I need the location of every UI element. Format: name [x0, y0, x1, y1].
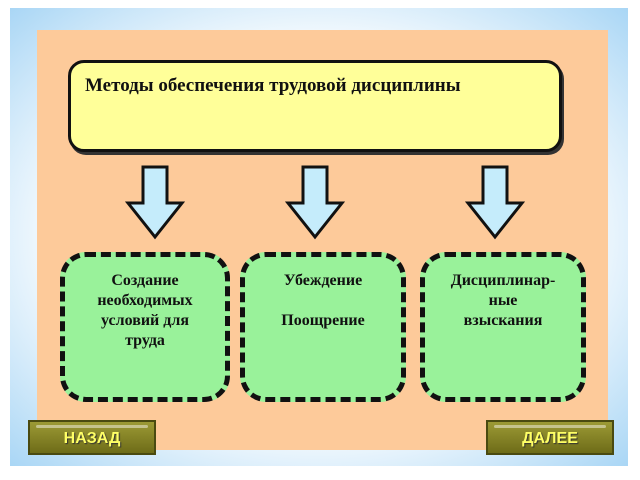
next-button[interactable]: ДАЛЕЕ	[486, 420, 614, 455]
box-text: ные	[488, 292, 518, 309]
box-text: взыскания	[463, 312, 543, 329]
box-text: условий для	[101, 312, 189, 329]
arrow-down-icon	[465, 165, 525, 240]
spacer	[245, 291, 401, 311]
title-text: Методы обеспечения трудовой дисциплины	[85, 75, 461, 96]
method-box-penalties: Дисциплинар- ные взыскания	[420, 252, 586, 402]
method-box-conditions: Создание необходимых условий для труда	[60, 252, 230, 402]
title-box: Методы обеспечения трудовой дисциплины	[68, 60, 562, 152]
arrow-down-icon	[285, 165, 345, 240]
box-text: Дисциплинар-	[450, 272, 556, 289]
box-text: Поощрение	[281, 312, 365, 329]
box-text: Создание	[111, 272, 179, 289]
back-button[interactable]: НАЗАД	[28, 420, 156, 455]
box-text: необходимых	[97, 292, 193, 309]
method-box-persuasion: Убеждение Поощрение	[240, 252, 406, 402]
box-text: труда	[125, 332, 165, 349]
box-text: Убеждение	[283, 272, 363, 289]
arrow-down-icon	[125, 165, 185, 240]
